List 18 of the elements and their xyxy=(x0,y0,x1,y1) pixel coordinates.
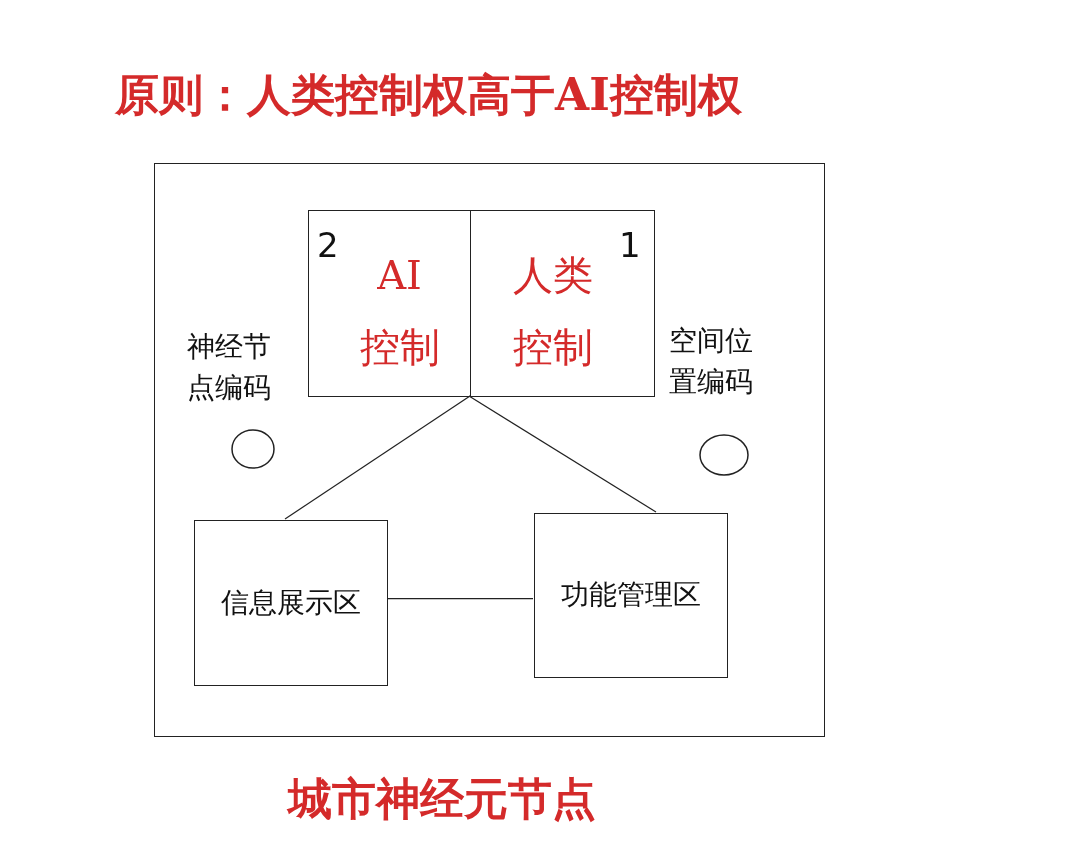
box-label: 人类控制 xyxy=(511,251,594,372)
callout-number: 1 xyxy=(619,225,641,265)
box-label: 信息展示区 xyxy=(221,584,361,621)
zone-box xyxy=(194,520,388,686)
box-label: AI控制 xyxy=(358,251,441,372)
box-label: 功能管理区 xyxy=(561,577,701,614)
connector-line xyxy=(284,395,471,520)
control-box xyxy=(308,210,471,397)
caption: 城市神经元节点 xyxy=(288,772,596,826)
node-label: 空间位置编码 xyxy=(669,323,754,400)
connector-line xyxy=(468,395,657,513)
control-box xyxy=(470,210,655,397)
zone-box xyxy=(534,513,728,678)
node-label: 神经节点编码 xyxy=(187,329,272,406)
frame-box xyxy=(154,163,825,737)
callout-number: 2 xyxy=(317,225,339,265)
connector-line xyxy=(386,598,534,600)
title: 原则：人类控制权高于AI控制权 xyxy=(115,68,742,122)
